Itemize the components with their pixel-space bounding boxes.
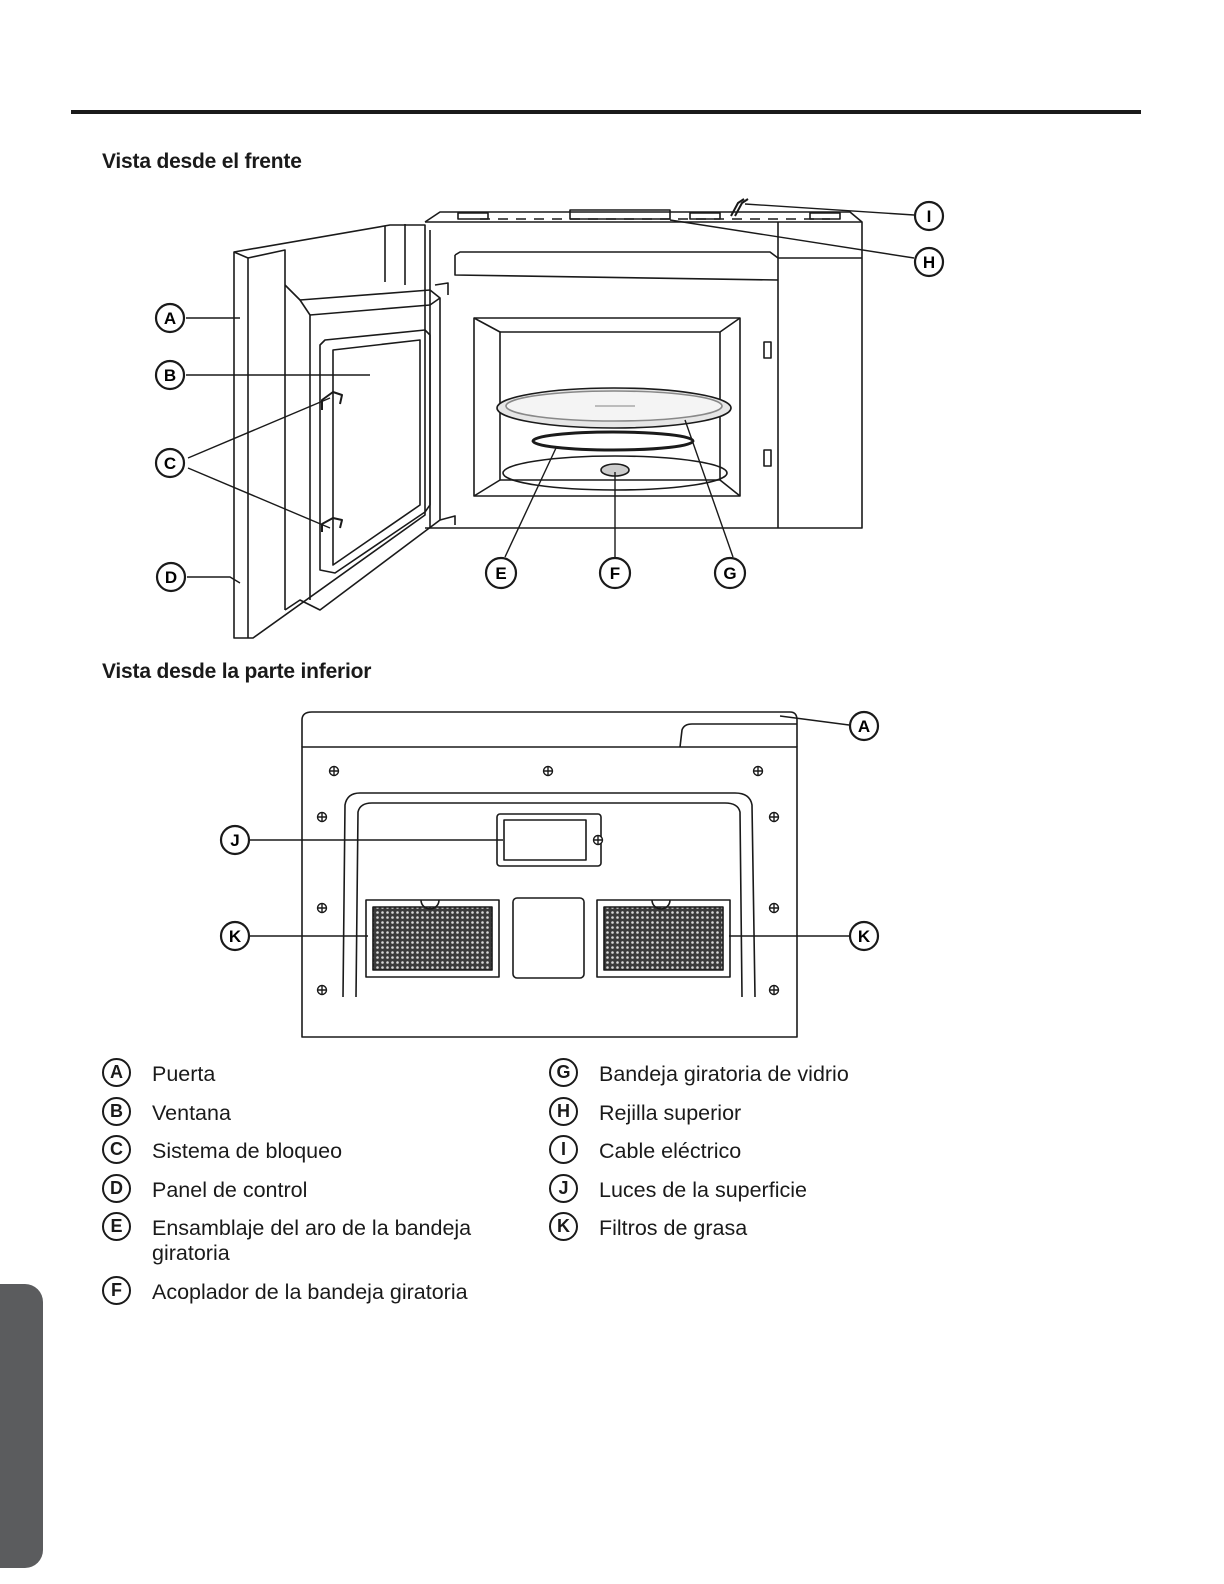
legend-item-k: K Filtros de grasa [549,1212,979,1241]
legend-item-c: C Sistema de bloqueo [102,1135,532,1164]
legend-badge: E [102,1212,131,1241]
legend-badge: A [102,1058,131,1087]
legend-badge: I [549,1135,578,1164]
callout-a: A [848,710,880,742]
legend-badge: H [549,1096,578,1126]
legend-item-g: G Bandeja giratoria de vidrio [549,1058,979,1087]
legend-label: Filtros de grasa [599,1216,748,1240]
callout-label: K [858,927,871,946]
callout-label: A [858,717,870,736]
callout-c: C [154,447,186,479]
callout-k-right: K [848,920,880,952]
callout-a: A [154,302,186,334]
legend-label: Ventana [152,1100,231,1125]
legend-item-d: D Panel de control [102,1173,532,1203]
callout-label: D [165,568,177,587]
legend-right-column: G Bandeja giratoria de vidrio H Rejilla su… [549,1058,979,1255]
bottom-view-heading: Vista desde la parte inferior [102,660,372,683]
screw-icon [768,902,780,914]
bottom-callouts: A J K K [219,710,880,952]
screw-icon [768,984,780,996]
legend-label: Ensamblaje del aro de la bandeja girator… [152,1216,472,1265]
legend-item-h: H Rejilla superior [549,1096,979,1126]
legend-item-f: F Acoplador de la bandeja giratoria [102,1275,532,1305]
callout-label: G [723,564,736,583]
screw-icon [316,902,328,914]
callout-label: C [164,454,176,473]
legend-item-j: J Luces de la superficie [549,1173,979,1203]
legend-label: Bandeja giratoria de vidrio [599,1062,849,1086]
callout-label: K [229,927,242,946]
legend-label: Cable eléctrico [599,1139,742,1163]
legend-left-column: A Puerta B Ventana C Sistema de bloqueo D Pa… [102,1058,532,1318]
screw-icon [592,834,604,846]
screw-icons [316,765,780,996]
legend-label: Puerta [152,1062,216,1086]
legend-item-b: B Ventana [102,1096,532,1126]
callout-i: I [913,200,945,232]
front-view-heading: Vista desde el frente [102,150,302,173]
callout-f: F [598,556,632,590]
legend-item-a: A Puerta [102,1058,532,1087]
callout-h: H [913,246,945,278]
legend-badge: K [549,1212,578,1241]
screw-icon [542,765,554,777]
callout-k-left: K [219,920,251,952]
legend-badge: J [549,1173,578,1203]
legend-label: Acoplador de la bandeja giratoria [152,1279,468,1304]
callout-label: B [164,366,176,385]
screw-icon [752,765,764,777]
screw-icon [316,984,328,996]
bottom-view-drawing [301,711,798,1038]
callout-d: D [155,561,187,593]
callout-label: A [164,309,176,328]
callout-g: G [713,556,747,590]
legend-label: Sistema de bloqueo [152,1139,343,1163]
callout-e: E [484,556,518,590]
callout-j: J [219,824,251,856]
front-callouts: A B C D E F G H I [154,200,945,593]
legend-label: Luces de la superficie [599,1177,807,1202]
callout-b: B [154,359,186,391]
screw-icon [328,765,340,777]
side-section-tab [0,1284,43,1568]
screw-icon [768,811,780,823]
screw-icon [316,811,328,823]
front-leader-lines [186,203,915,584]
front-view-drawing [233,198,863,639]
callout-label: F [610,564,620,583]
bottom-leader-lines [250,715,850,937]
legend-badge: B [102,1096,131,1126]
top-rule [71,110,1141,114]
callout-label: E [495,564,506,583]
callout-label: H [923,253,935,272]
legend-item-i: I Cable eléctrico [549,1135,979,1164]
callout-label: J [230,831,239,850]
callout-label: I [927,207,932,226]
legend-badge: G [549,1058,578,1087]
legend-label: Rejilla superior [599,1100,742,1125]
legend-label: Panel de control [152,1177,308,1202]
legend-badge: F [102,1275,131,1305]
legend-badge: D [102,1173,131,1203]
legend-badge: C [102,1135,131,1164]
legend-item-e: E Ensamblaje del aro de la bandeja girato… [102,1212,522,1266]
